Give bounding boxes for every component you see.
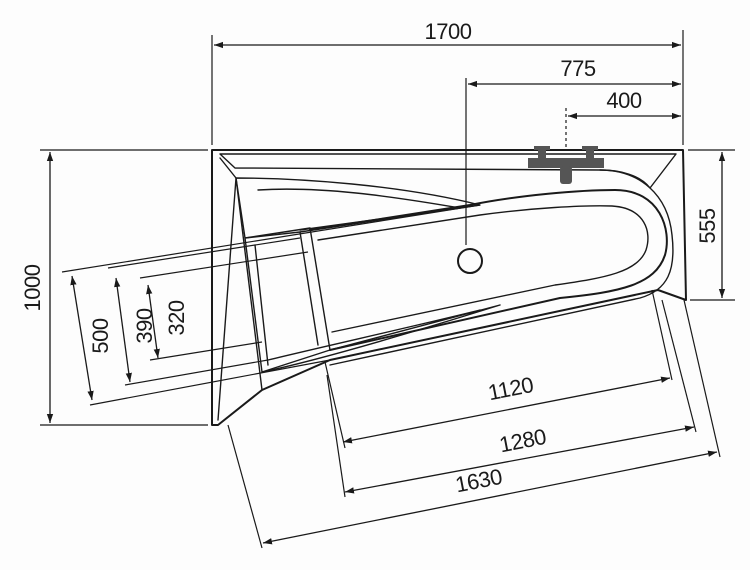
- dim-label-555: 555: [695, 208, 720, 243]
- dimension-500: 500: [70, 275, 113, 401]
- tub-outer-rim: [211, 149, 687, 426]
- dimension-400: 400: [565, 88, 681, 150]
- dim-label-1000: 1000: [20, 264, 45, 311]
- dim-label-1120: 1120: [486, 372, 536, 405]
- dimension-slanted-widths: 500 390 320: [61, 204, 481, 406]
- dimension-1700: 1700: [211, 19, 684, 145]
- dimension-320: 320: [146, 284, 189, 359]
- dimension-1630: 1630: [227, 299, 721, 549]
- dim-label-1700: 1700: [425, 19, 472, 44]
- dimension-775: 775: [465, 56, 681, 245]
- dim-label-1280: 1280: [497, 424, 548, 458]
- dim-label-500: 500: [88, 318, 113, 353]
- drain-icon: [457, 248, 483, 274]
- dimension-555: 555: [688, 149, 735, 301]
- tub-right-rim: [329, 169, 674, 366]
- dimension-1000: 1000: [20, 149, 208, 426]
- dim-label-1630: 1630: [453, 464, 504, 498]
- tub-inner-rim: [219, 153, 677, 189]
- dimension-1120: 1120: [324, 289, 673, 449]
- tub-left-wall: [217, 157, 263, 421]
- dim-label-400: 400: [606, 88, 641, 113]
- dim-label-775: 775: [560, 56, 595, 81]
- tub-backrest-upper: [235, 177, 481, 239]
- dim-label-320: 320: [164, 300, 189, 335]
- dimension-390: 390: [114, 277, 157, 383]
- tub-basin: [309, 189, 668, 351]
- tub-backrest-upper-inner: [257, 188, 461, 231]
- faucet-icon: [528, 146, 604, 184]
- tub-backrest-lower: [261, 304, 501, 373]
- tub-basin-inner: [317, 205, 649, 333]
- tub-body: [211, 146, 687, 426]
- tub-seat-inner: [254, 231, 319, 366]
